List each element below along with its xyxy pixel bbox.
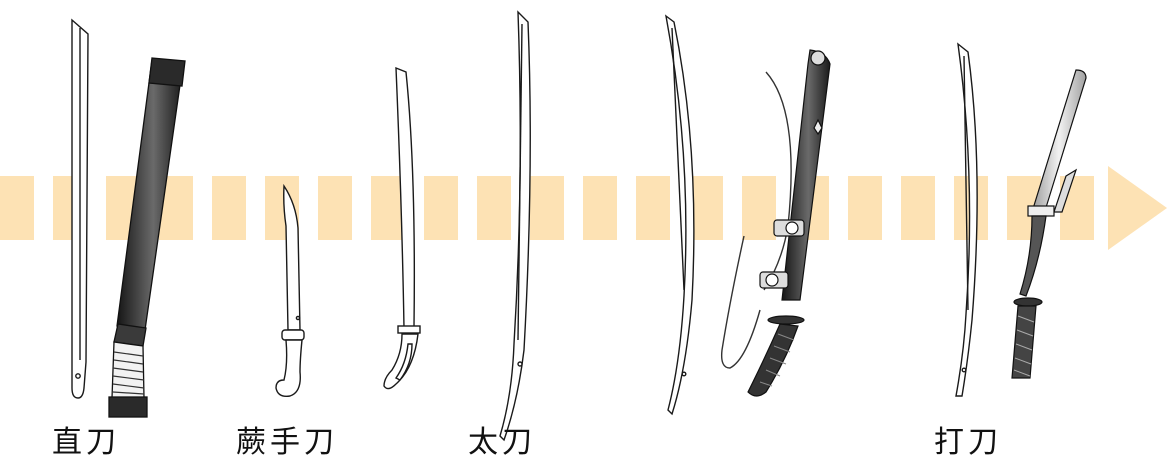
arrow-dash [530,176,564,240]
label-chokuto: 直刀 [52,425,120,455]
arrow-dash [848,176,882,240]
arrow-dash [0,176,34,240]
label-tachi: 太刀 [468,425,536,455]
chokuto-blade [72,20,88,398]
tachi-blade-2 [666,16,694,414]
timeline-arrow [0,166,1167,250]
arrow-dash [318,176,352,240]
arrow-dash [477,176,511,240]
arrow-dash [636,176,670,240]
arrow-dash [424,176,458,240]
arrow-dash [901,176,935,240]
arrow-dash [212,176,246,240]
arrow-dash [742,176,776,240]
label-uchigatana: 打刀 [934,425,1002,455]
arrow-dash [583,176,617,240]
arrow-head [1108,166,1167,250]
label-warabitetou: 蕨手刀 [236,425,338,455]
